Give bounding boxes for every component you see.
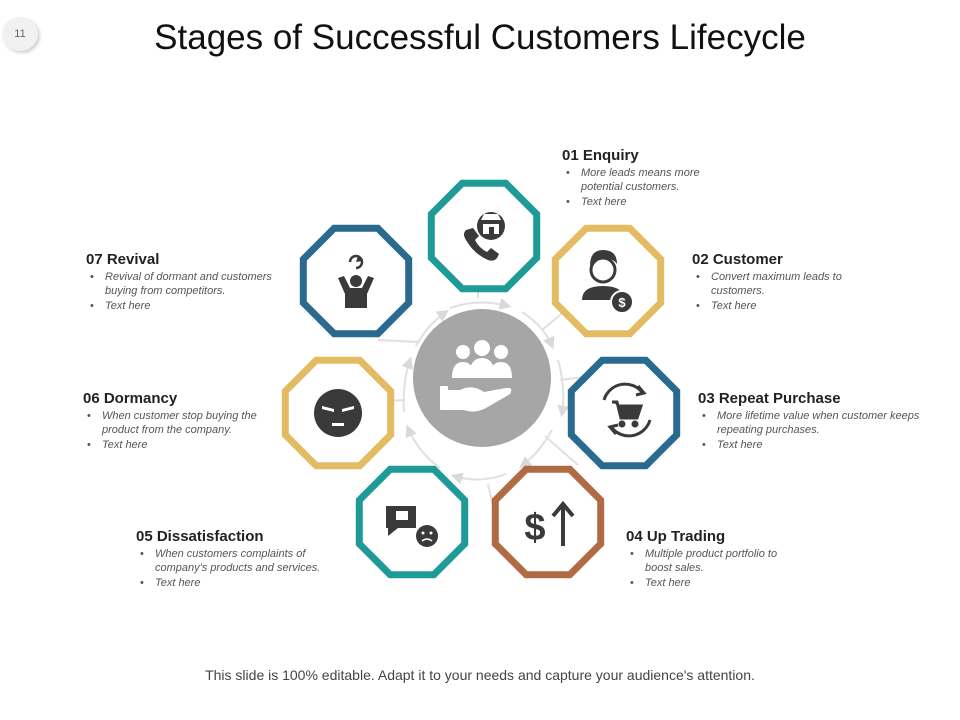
stage-bullet: Text here	[562, 195, 802, 209]
stage-bullet: Text here	[83, 438, 283, 452]
stage-repeat-purchase: 03 Repeat Purchase More lifetime value w…	[698, 390, 928, 453]
stage-bullet: When customers complaints of company's p…	[136, 547, 345, 575]
stage-enquiry: 01 Enquiry More leads means more potenti…	[562, 147, 802, 210]
stage-bullet: Multiple product portfolio to boost sale…	[626, 547, 805, 575]
footer-note: This slide is 100% editable. Adapt it to…	[205, 667, 755, 683]
thumbs-down-sad-icon	[386, 506, 438, 547]
cart-cycle-icon	[602, 382, 652, 438]
svg-text:$: $	[524, 507, 545, 549]
stage-title: 06 Dormancy	[83, 390, 178, 407]
stage-title: 05 Dissatisfaction	[136, 528, 264, 545]
stage-bullet: Text here	[698, 438, 928, 452]
stage-title: 01 Enquiry	[562, 147, 639, 164]
stage-revival: 07 Revival Revival of dormant and custom…	[86, 251, 301, 314]
dollar-up-icon: $	[524, 500, 575, 549]
stage-bullet: Text here	[86, 299, 301, 313]
center-hub	[413, 309, 551, 447]
sleepy-face-icon	[314, 389, 362, 437]
slide-title: Stages of Successful Customers Lifecycle	[154, 18, 806, 57]
stage-dormancy: 06 Dormancy When customer stop buying th…	[83, 390, 283, 453]
stage-bullet: Revival of dormant and customers buying …	[86, 270, 300, 298]
customers-hand-icon	[440, 340, 512, 412]
person-refresh-icon	[338, 254, 374, 308]
stage-bullet: Text here	[136, 576, 351, 590]
customer-dollar-icon: $	[582, 250, 634, 314]
phone-shop-icon	[464, 212, 505, 261]
page-number: 11	[2, 17, 38, 51]
stage-bullet: Text here	[626, 576, 866, 590]
stage-bullet: More leads means more potential customer…	[562, 166, 731, 194]
stage-customer: 02 Customer Convert maximum leads to cus…	[692, 251, 932, 314]
octagon-up-trading	[491, 465, 605, 579]
stage-up-trading: 04 Up Trading Multiple product portfolio…	[626, 528, 866, 591]
stage-bullet: Convert maximum leads to customers.	[692, 270, 861, 298]
stage-title: 02 Customer	[692, 251, 783, 268]
stage-title: 03 Repeat Purchase	[698, 390, 841, 407]
stage-bullet: When customer stop buying the product fr…	[83, 409, 280, 437]
stage-title: 07 Revival	[86, 251, 160, 268]
stage-bullet: More lifetime value when customer keeps …	[698, 409, 925, 437]
stage-dissatisfaction: 05 Dissatisfaction When customers compla…	[136, 528, 351, 591]
stage-bullet: Text here	[692, 299, 932, 313]
svg-text:$: $	[618, 295, 626, 310]
stage-title: 04 Up Trading	[626, 528, 726, 545]
cycle-connectors	[367, 232, 601, 521]
